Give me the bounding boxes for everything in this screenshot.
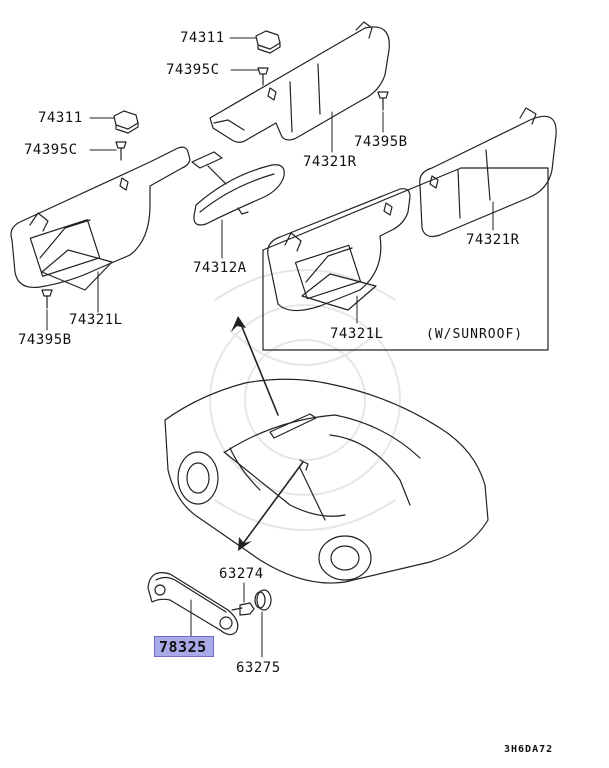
- part-label-74321l-left: 74321L: [69, 312, 123, 328]
- sun-visor-right: [209, 21, 390, 143]
- screw-left-top: [115, 141, 127, 161]
- rear-view-mirror: [191, 151, 285, 226]
- part-label-74321l-sunroof: 74321L: [330, 326, 384, 342]
- sun-visor-left: [10, 146, 191, 291]
- grab-handle: [147, 572, 239, 636]
- part-label-74395b-left: 74395B: [18, 332, 72, 348]
- part-label-63274: 63274: [219, 566, 264, 582]
- part-label-74311-left: 74311: [38, 110, 83, 126]
- part-label-74395b-right: 74395B: [354, 134, 408, 150]
- screw-63274: [231, 602, 255, 616]
- sunroof-note: (W/SUNROOF): [426, 327, 524, 342]
- part-label-74321r: 74321R: [303, 154, 357, 170]
- part-label-63275: 63275: [236, 660, 281, 676]
- visor-clip-left: [113, 110, 139, 134]
- part-label-78325-highlighted[interactable]: 78325: [154, 636, 214, 657]
- leader-lines: [46, 37, 494, 658]
- part-label-74395c-left: 74395C: [24, 142, 78, 158]
- sunroof-bracket: [262, 167, 549, 351]
- sun-visor-left-sunroof: [267, 188, 411, 312]
- vehicle-outline: [164, 378, 489, 584]
- arrowhead-up: [231, 316, 246, 332]
- part-label-74395c-top: 74395C: [166, 62, 220, 78]
- watermark-emblem: [209, 269, 401, 531]
- part-label-74311-top: 74311: [180, 30, 225, 46]
- screw-top: [257, 67, 269, 86]
- pointer-arrows: [239, 321, 304, 546]
- cap-63275: [254, 589, 272, 611]
- screw-right: [377, 91, 389, 111]
- sun-visor-right-sunroof: [419, 107, 557, 238]
- visor-clip-top: [255, 30, 281, 54]
- part-label-74312a: 74312A: [193, 260, 247, 276]
- part-label-74321r-sunroof: 74321R: [466, 232, 520, 248]
- reference-code: 3H6DA72: [504, 744, 554, 755]
- arrowhead-down: [238, 537, 252, 551]
- screw-left-bottom: [41, 289, 53, 309]
